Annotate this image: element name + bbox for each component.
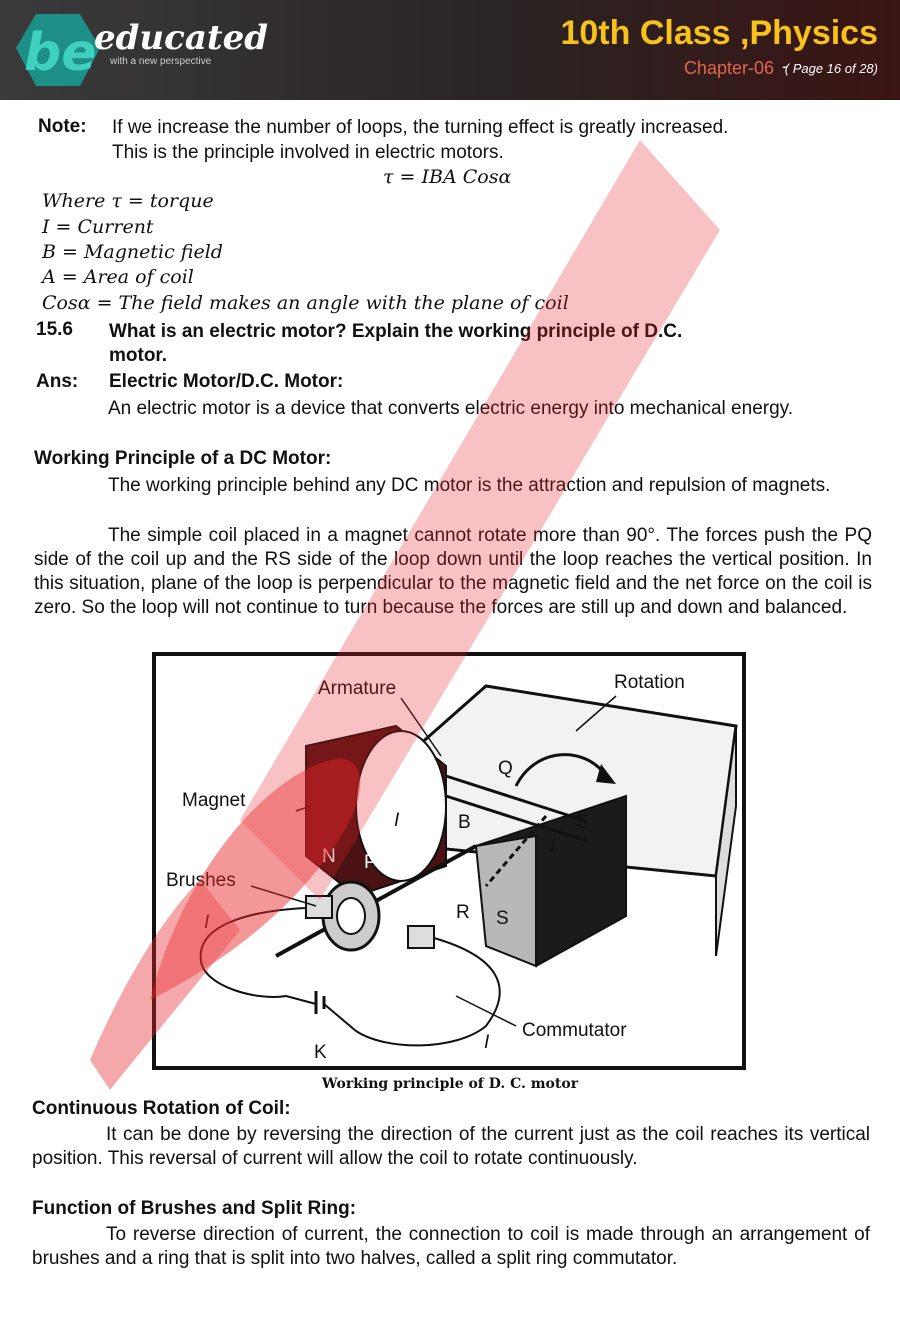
label-current-2: I [394,810,400,831]
label-brushes: Brushes [166,870,236,891]
working-heading: Working Principle of a DC Motor: [34,448,332,469]
class-title: 10th Class ,Physics [560,14,878,52]
label-commutator: Commutator [522,1020,627,1041]
label-s-pole: S [496,908,509,929]
question-line-1: What is an electric motor? Explain the w… [109,321,683,342]
brand-tagline: with a new perspective [110,56,212,67]
where-cos-alpha: Cosα = The field makes an angle with the… [42,292,569,314]
working-para-1: The working principle behind any DC moto… [108,475,831,496]
logo-letters: be [24,23,97,83]
where-magnetic-field: B = Magnetic field [42,241,223,263]
brushes-heading: Function of Brushes and Split Ring: [32,1198,357,1219]
where-area: A = Area of coil [42,266,194,288]
label-k: K [314,1042,327,1063]
label-p: P [364,852,377,873]
dc-motor-figure: Armature Rotation Magnet Brushes Commuta… [152,652,746,1070]
answer-label: Ans: [36,371,79,392]
label-armature: Armature [318,678,396,699]
question-line-2: motor. [109,345,168,366]
label-current-3: I [550,836,556,857]
note-label: Note: [38,116,87,137]
label-magnet: Magnet [182,790,246,811]
torque-formula: τ = IBA Cosα [383,166,512,188]
working-para-2: The simple coil placed in a magnet canno… [34,525,872,618]
answer-heading: Electric Motor/D.C. Motor: [109,371,344,392]
label-n: N [322,846,336,867]
label-rotation: Rotation [614,672,685,693]
question-number: 15.6 [36,319,73,340]
note-line-1: If we increase the number of loops, the … [112,117,729,138]
page-header: be educated with a new perspective 10th … [0,0,900,100]
label-r: R [456,902,470,923]
label-b: B [458,812,471,833]
chapter-label: Chapter-06 [683,58,774,78]
where-current: I = Current [42,216,154,238]
label-s: S [576,812,589,833]
answer-text: An electric motor is a device that conve… [108,398,794,419]
brushes-text: To reverse direction of current, the con… [32,1224,870,1269]
brand-name: educated [94,18,268,58]
dc-motor-diagram: Armature Rotation Magnet Brushes Commuta… [166,672,738,1063]
page-number: ( Page 16 of 28) [784,61,878,76]
label-q: Q [498,758,513,779]
continuous-text: It can be done by reversing the directio… [32,1124,870,1169]
continuous-heading: Continuous Rotation of Coil: [32,1098,291,1119]
label-current-1: I [204,912,210,933]
label-current-4: I [484,1032,490,1053]
figure-caption: Working principle of D. C. motor [321,1076,579,1092]
header-separator: - [782,56,788,76]
be-educated-logo-icon: be [16,14,100,86]
note-line-2: This is the principle involved in electr… [112,142,504,163]
where-torque: Where τ = torque [42,190,214,212]
